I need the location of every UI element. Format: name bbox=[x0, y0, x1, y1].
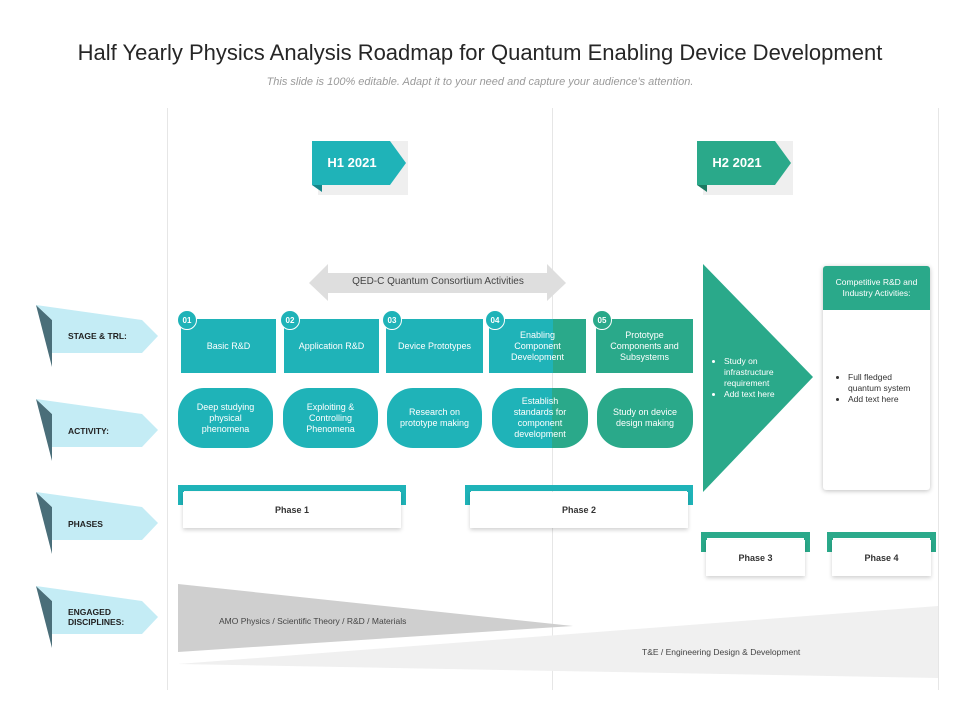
phase-box-3: Phase 3 bbox=[706, 540, 805, 576]
stage-number-badge: 05 bbox=[592, 310, 612, 330]
activity-pill-2: Exploiting & Controlling Phenomena bbox=[283, 388, 378, 448]
row-label-phases: PHASES bbox=[68, 519, 103, 529]
arrow-bullet-list: Study on infrastructure requirement Add … bbox=[714, 356, 794, 400]
stage-box-3: Device Prototypes bbox=[386, 319, 483, 373]
arrow-bullet: Add text here bbox=[724, 389, 794, 400]
arrow-bullet: Study on infrastructure requirement bbox=[724, 356, 794, 389]
h1-marker bbox=[312, 141, 406, 192]
activity-pill-1: Deep studying physical phenomena bbox=[178, 388, 273, 448]
row-label-stage: STAGE & TRL: bbox=[68, 331, 127, 341]
stage-box-2: Application R&D bbox=[284, 319, 379, 373]
big-arrow-shape bbox=[703, 264, 813, 492]
stage-number-badge: 01 bbox=[177, 310, 197, 330]
card-bullet-list: Full fledged quantum system Add text her… bbox=[838, 372, 918, 405]
activity-pill-5: Study on device design making bbox=[597, 388, 693, 448]
divider-line bbox=[167, 108, 168, 690]
stage-number-badge: 04 bbox=[485, 310, 505, 330]
discipline-label-1: AMO Physics / Scientific Theory / R&D / … bbox=[219, 616, 407, 626]
competitive-card-header: Competitive R&D and Industry Activities: bbox=[823, 266, 930, 310]
row-label-tab-stage bbox=[36, 305, 158, 367]
row-label-tab-disciplines bbox=[36, 586, 158, 648]
consortium-label: QED-C Quantum Consortium Activities bbox=[352, 276, 524, 287]
discipline-label-2: T&E / Engineering Design & Development bbox=[642, 647, 801, 657]
h2-label: H2 2021 bbox=[712, 155, 762, 170]
stage-label: Basic R&D bbox=[206, 340, 251, 351]
stage-label: Application R&D bbox=[298, 340, 365, 351]
card-bullet: Full fledged quantum system bbox=[848, 372, 918, 394]
stage-label: Prototype Components and Subsystems bbox=[610, 329, 679, 362]
phase-box-2: Phase 2 bbox=[470, 492, 688, 528]
stage-box-1: Basic R&D bbox=[181, 319, 276, 373]
stage-number-badge: 02 bbox=[280, 310, 300, 330]
stage-box-4: Enabling Component Development bbox=[489, 319, 586, 373]
phase4-bracket bbox=[827, 532, 936, 552]
row-label-tab-phases bbox=[36, 492, 158, 554]
phase3-bracket bbox=[701, 532, 810, 552]
activity-pill-4: Establish standards for component develo… bbox=[492, 388, 588, 448]
phase2-bracket bbox=[465, 485, 693, 505]
row-label-tab-activity bbox=[36, 399, 158, 461]
consortium-double-arrow bbox=[309, 264, 566, 301]
divider-line bbox=[938, 108, 939, 690]
card-bullet: Add text here bbox=[848, 394, 918, 405]
stage-box-5: Prototype Components and Subsystems bbox=[596, 319, 693, 373]
stage-label: Enabling Component Development bbox=[510, 329, 565, 362]
disciplines-wedges bbox=[178, 584, 938, 678]
row-label-disciplines: ENGAGED DISCIPLINES: bbox=[68, 607, 125, 627]
h1-label: H1 2021 bbox=[327, 155, 377, 170]
phase1-bracket bbox=[178, 485, 406, 505]
phase-box-1: Phase 1 bbox=[183, 492, 401, 528]
stage-number-badge: 03 bbox=[382, 310, 402, 330]
phase-box-4: Phase 4 bbox=[832, 540, 931, 576]
page-subtitle: This slide is 100% editable. Adapt it to… bbox=[266, 76, 694, 88]
stage-label: Device Prototypes bbox=[397, 340, 472, 351]
h2-marker bbox=[697, 141, 791, 192]
row-label-activity: ACTIVITY: bbox=[68, 426, 109, 436]
activity-pill-3: Research on prototype making bbox=[387, 388, 482, 448]
page-title: Half Yearly Physics Analysis Roadmap for… bbox=[77, 40, 883, 65]
